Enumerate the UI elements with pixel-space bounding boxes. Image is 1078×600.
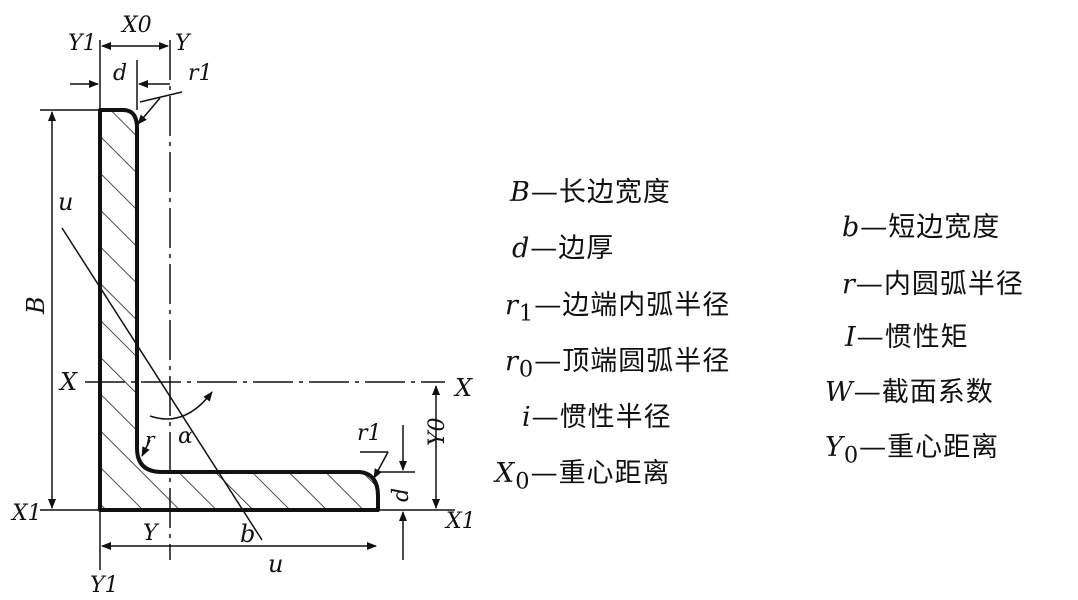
angle-section-profile — [98, 108, 380, 512]
label-r-inner: r — [145, 427, 156, 451]
label-u-left: u — [58, 188, 73, 216]
legend-item: d—边厚 — [512, 233, 615, 264]
label-y-bottom: Y — [143, 521, 160, 546]
label-d-top: d — [113, 61, 127, 86]
legend-item: r—内圆弧半径 — [842, 269, 1024, 300]
legend-item: I—惯性矩 — [845, 322, 969, 353]
diagram-labels: Y1 X0 Y d r1 u B X X α r r1 Y0 d X1 X1 Y… — [10, 13, 476, 598]
legend-item: r1—边端内弧半径 — [505, 290, 731, 327]
legend-item: i—惯性半径 — [522, 402, 672, 433]
label-y1-top: Y1 — [68, 31, 97, 56]
label-x-right: X — [453, 374, 473, 402]
legend-item: Y0—重心距离 — [825, 432, 1000, 469]
legend-item: b—短边宽度 — [842, 212, 1001, 243]
label-b-short: b — [240, 520, 255, 548]
legend-item: W—截面系数 — [825, 377, 994, 408]
legend-item: r0—顶端圆弧半径 — [505, 346, 731, 383]
label-x0: X0 — [120, 13, 152, 38]
label-alpha: α — [178, 424, 193, 449]
label-y-top: Y — [175, 31, 192, 56]
label-x1-right: X1 — [444, 509, 476, 534]
label-r1-right: r1 — [357, 421, 382, 446]
label-d-right: d — [389, 488, 414, 502]
label-x1-left: X1 — [10, 501, 42, 526]
legend-item: B—长边宽度 — [510, 177, 671, 208]
legend-item: X0—重心距离 — [495, 458, 671, 495]
label-y1-bottom: Y1 — [90, 573, 119, 598]
label-x-left: X — [58, 368, 78, 396]
label-u-bottom: u — [268, 550, 283, 578]
dimension-arrows — [48, 42, 440, 560]
axis-lines — [40, 40, 455, 570]
label-y0: Y0 — [425, 417, 450, 446]
label-r1-top: r1 — [188, 61, 213, 86]
label-b-length: B — [22, 296, 50, 315]
